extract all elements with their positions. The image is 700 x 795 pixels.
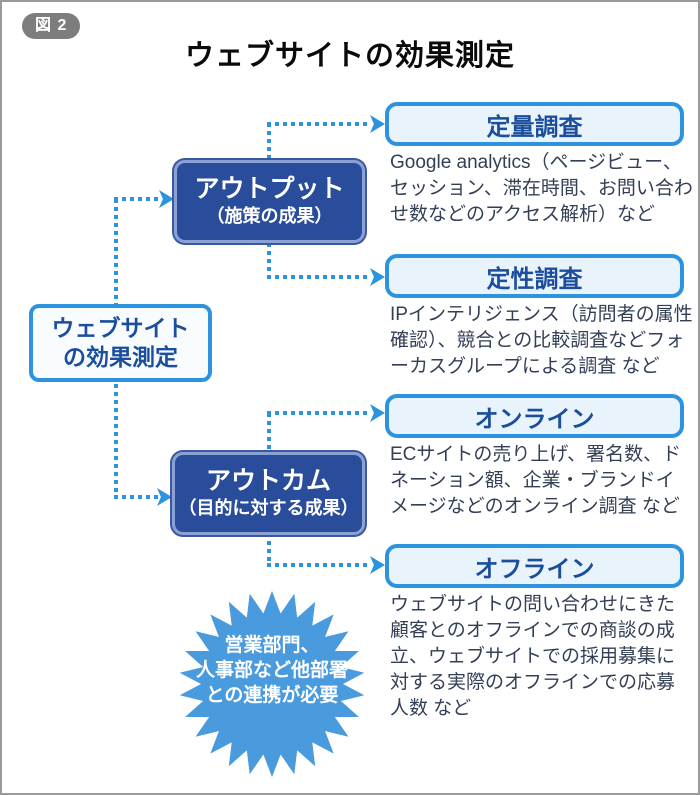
root-node-label-line1: ウェブサイト xyxy=(51,314,190,341)
figure-title: ウェブサイトの効果測定 xyxy=(184,40,515,72)
figure-number-badge: 図 2 xyxy=(22,13,81,39)
offline-description: ウェブサイトの問い合わせにきた顧客とのオフラインでの商談の成立、ウェブサイトでの… xyxy=(390,594,676,719)
connector-outcome-to-offline-horizontal xyxy=(267,563,371,567)
arrowhead-icon xyxy=(370,268,385,286)
node-outcome: アウトカム （目的に対する成果） xyxy=(172,452,365,535)
connector-output-to-quantitative-vertical xyxy=(267,123,271,161)
connector-output-to-quantitative-horizontal xyxy=(267,122,371,126)
arrowhead-icon xyxy=(370,404,385,422)
arrowhead-icon xyxy=(159,190,174,208)
node-website-effect-measurement: ウェブサイト の効果測定 xyxy=(29,304,212,382)
connector-root-to-outcome-vertical xyxy=(114,384,118,497)
starburst-polygon xyxy=(179,591,365,777)
arrowhead-icon xyxy=(370,115,385,133)
connector-outcome-to-offline-vertical xyxy=(267,533,271,566)
qualitative-survey-description: IPインテリジェンス（訪問者の属性確認）、競合との比較調査などフォーカスグループ… xyxy=(390,304,693,377)
connector-root-to-outcome-horizontal xyxy=(114,495,158,499)
node-output-title: アウトプット xyxy=(194,175,345,204)
arrowhead-icon xyxy=(157,488,172,506)
connector-root-to-output-horizontal xyxy=(114,197,160,201)
starburst-note-line1: 営業部門、 xyxy=(224,635,320,656)
starburst-note: 営業部門、 人事部など他部署 との連携が必要 xyxy=(169,633,375,708)
root-node-label-line2: の効果測定 xyxy=(63,344,178,370)
connector-root-to-output-vertical xyxy=(114,199,118,305)
node-online: オンライン xyxy=(385,394,684,438)
node-outcome-title: アウトカム xyxy=(205,467,331,496)
node-outcome-subtitle: （目的に対する成果） xyxy=(178,498,359,519)
quantitative-survey-description: Google analytics（ページビュー、セッション、滞在時間、お問い合わ… xyxy=(390,152,693,225)
arrowhead-icon xyxy=(370,556,385,574)
node-offline: オフライン xyxy=(385,544,684,588)
node-output: アウトプット （施策の成果） xyxy=(174,160,365,243)
starburst-note-line2: 人事部など他部署 xyxy=(195,660,348,681)
connector-outcome-to-online-horizontal xyxy=(267,411,371,415)
node-qualitative-survey: 定性調査 xyxy=(385,254,684,298)
node-output-subtitle: （施策の成果） xyxy=(206,206,333,227)
connector-outcome-to-online-vertical xyxy=(267,413,271,453)
starburst-note-line3: との連携が必要 xyxy=(205,685,339,706)
connector-output-to-qualitative-horizontal xyxy=(267,275,371,279)
connector-output-to-qualitative-vertical xyxy=(267,243,271,278)
online-description: ECサイトの売り上げ、署名数、ドネーション額、企業・ブランドイメージなどのオンラ… xyxy=(390,444,682,517)
node-quantitative-survey: 定量調査 xyxy=(385,102,684,146)
starburst-shape xyxy=(179,591,365,777)
